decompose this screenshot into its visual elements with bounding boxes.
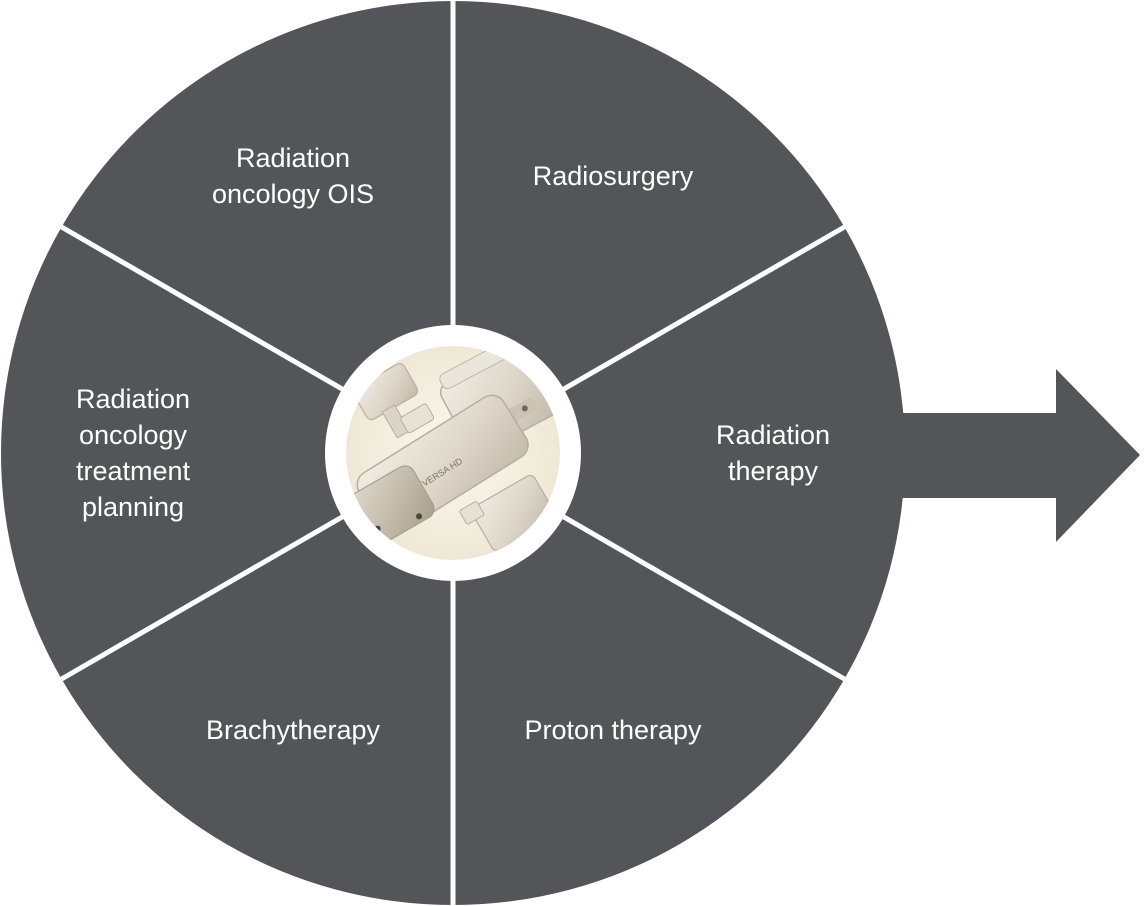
segment-label-line: Radiation: [236, 143, 350, 173]
segment-label-proton-therapy: Proton therapy: [524, 715, 702, 745]
segment-label-line: treatment: [76, 456, 191, 486]
segment-brachytherapy: [61, 453, 453, 905]
segment-label-brachytherapy: Brachytherapy: [206, 715, 381, 745]
segment-label-radiosurgery: Radiosurgery: [533, 161, 694, 191]
arrow-right-icon: [860, 369, 1140, 542]
segment-radiosurgery: [453, 1, 845, 453]
segment-label-line: oncology: [79, 420, 188, 450]
segment-label-line: Radiation: [716, 420, 830, 450]
segment-label-line: therapy: [728, 456, 819, 486]
segment-label-line: Radiosurgery: [533, 161, 694, 191]
segment-label-line: Proton therapy: [524, 715, 702, 745]
segment-proton-therapy: [453, 453, 845, 905]
segment-radiation-oncology-treatment-planning: [1, 227, 454, 679]
segment-label-line: oncology OIS: [212, 179, 374, 209]
segment-label-line: Brachytherapy: [206, 715, 381, 745]
segment-label-radiation-therapy: Radiation therapy: [716, 420, 830, 486]
segment-label-radiation-oncology-treatment-planning: Radiation oncology treatment planning: [76, 384, 191, 522]
segment-label-radiation-oncology-ois: Radiation oncology OIS: [212, 143, 374, 209]
segment-label-line: planning: [82, 492, 184, 522]
segment-radiation-therapy: [453, 227, 905, 679]
segment-radiation-oncology-ois: [61, 1, 453, 453]
wheel-segments: [1, 1, 905, 905]
linear-accelerator-machine-icon: VERSA HD: [346, 346, 560, 560]
segment-label-line: Radiation: [76, 384, 190, 414]
